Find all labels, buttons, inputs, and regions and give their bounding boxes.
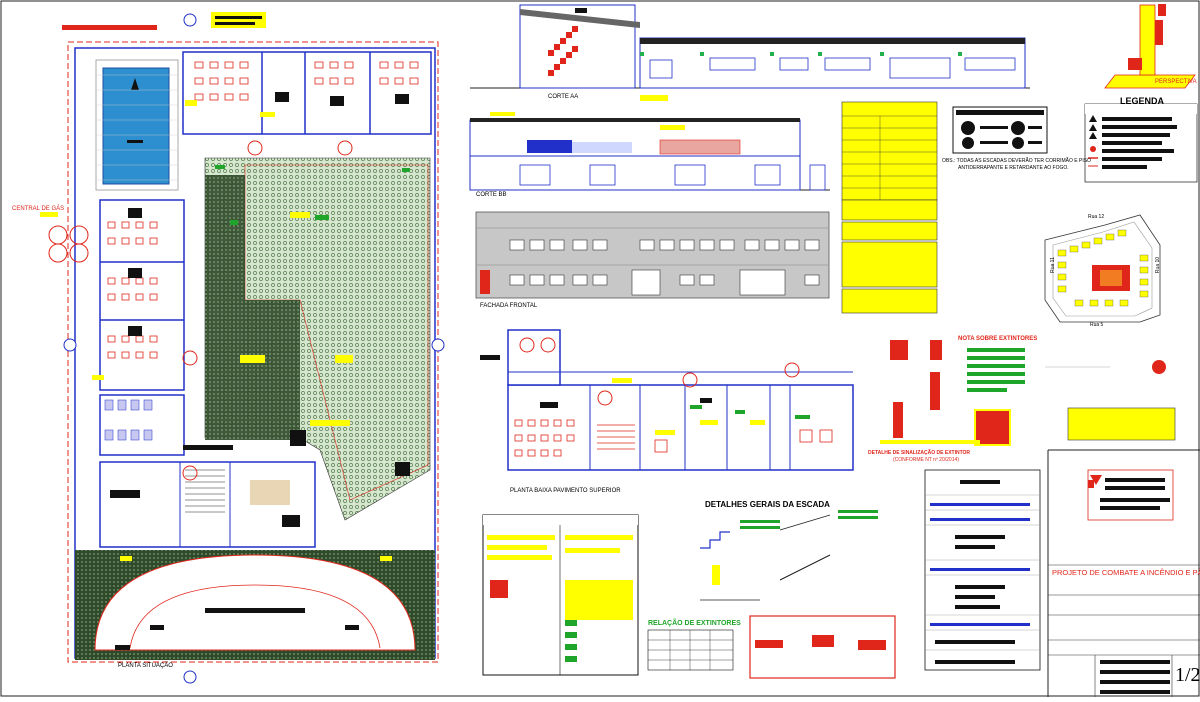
label-detalhe-sinalizacao: DETALHE DE SINALIZAÇÃO DE EXTINTOR: [868, 450, 971, 456]
label-planta-situacao: PLANTA SITUAÇÃO: [118, 663, 173, 669]
label-corte-bb: CORTE BB: [476, 192, 507, 198]
label-corte-aa: CORTE AA: [548, 94, 579, 100]
location-map: [1044, 214, 1166, 374]
perspective-detail: [1104, 4, 1196, 89]
label-relacao-extintores: RELAÇÃO DE EXTINTORES: [648, 620, 741, 627]
front-elevation: [475, 211, 830, 299]
stair-detail: [700, 510, 878, 601]
label-nota-extintores: NOTA SOBRE EXTINTORES: [958, 336, 1038, 342]
label-detalhes-escada: DETALHES GERAIS DA ESCADA: [705, 500, 830, 509]
label-perspectiva: PERSPECTIVA: [1155, 79, 1197, 85]
label-rua-3: Rua 11: [1049, 257, 1056, 273]
label-rua-1: Rua 12: [1088, 214, 1105, 220]
extinguisher-table: [647, 629, 734, 671]
label-conforme-nt: (CONFORME NT nº 20/2014): [893, 457, 959, 463]
upper-floor-plan: [480, 329, 854, 471]
label-obs-escadas-2: ANTIDERRAPANTE E RETARDANTE AO FOGO.: [958, 165, 1069, 171]
legend-box: [1084, 103, 1198, 183]
extinguisher-detail: [880, 340, 1025, 446]
label-projeto-titulo: PROJETO DE COMBATE A INCÊNDIO E PÂNICO: [1052, 568, 1200, 577]
notes-table: [482, 514, 639, 676]
label-central-gas: CENTRAL DE GÁS: [12, 206, 65, 212]
title-block: [1048, 469, 1200, 697]
data-table-right: [924, 469, 1041, 671]
label-planta-superior: PLANTA BAIXA PAVIMENTO SUPERIOR: [510, 488, 621, 494]
label-rua-2: Rua 5: [1090, 322, 1104, 328]
label-rua-4: Rua 10: [1155, 256, 1162, 274]
label-obs-escadas-1: OBS.: TODAS AS ESCADAS DEVERÃO TER CORRI…: [942, 158, 1091, 164]
label-legenda: LEGENDA: [1120, 96, 1165, 106]
signage-detail: [749, 615, 896, 679]
section-bb: [469, 112, 830, 191]
specification-tables: [841, 101, 1048, 314]
site-plan: [40, 12, 445, 684]
section-aa: [470, 4, 1030, 101]
sheet-number: 1/2: [1175, 664, 1200, 686]
label-fachada-frontal: FACHADA FRONTAL: [480, 303, 538, 309]
